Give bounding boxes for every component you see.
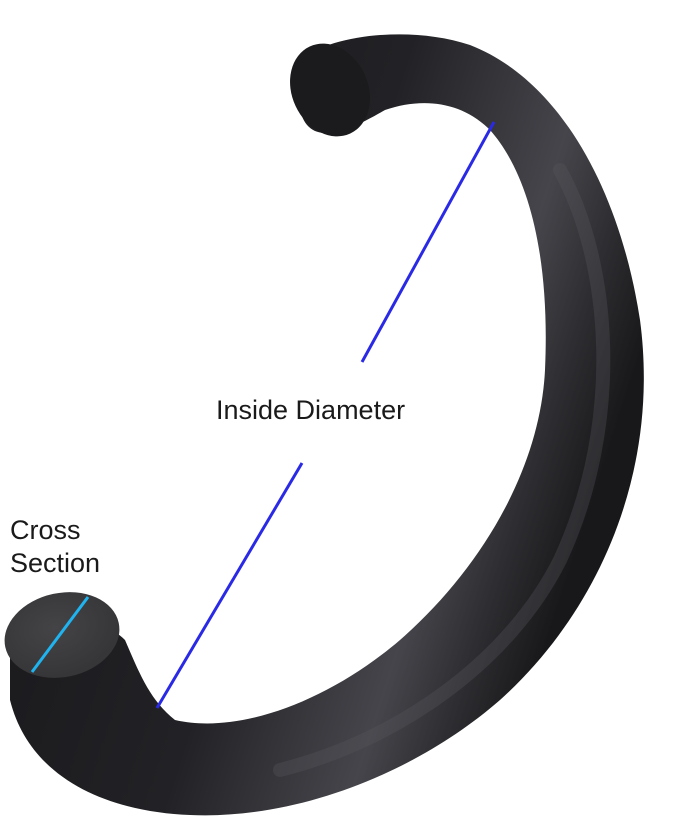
inside-diameter-line-upper (360, 121, 496, 363)
ring-highlight (273, 163, 611, 777)
cross-section-face (4, 592, 120, 678)
inside-diameter-line-lower (155, 462, 304, 709)
cross-section-line (30, 596, 90, 673)
top-cut-end (290, 43, 370, 137)
cross-section-label-line2: Section (10, 548, 101, 578)
inside-diameter-label: Inside Diameter (216, 395, 406, 425)
cross-section-label-line1: Cross (10, 515, 81, 545)
o-ring-body (10, 34, 644, 816)
cross-section-label: Cross Section (10, 514, 100, 580)
